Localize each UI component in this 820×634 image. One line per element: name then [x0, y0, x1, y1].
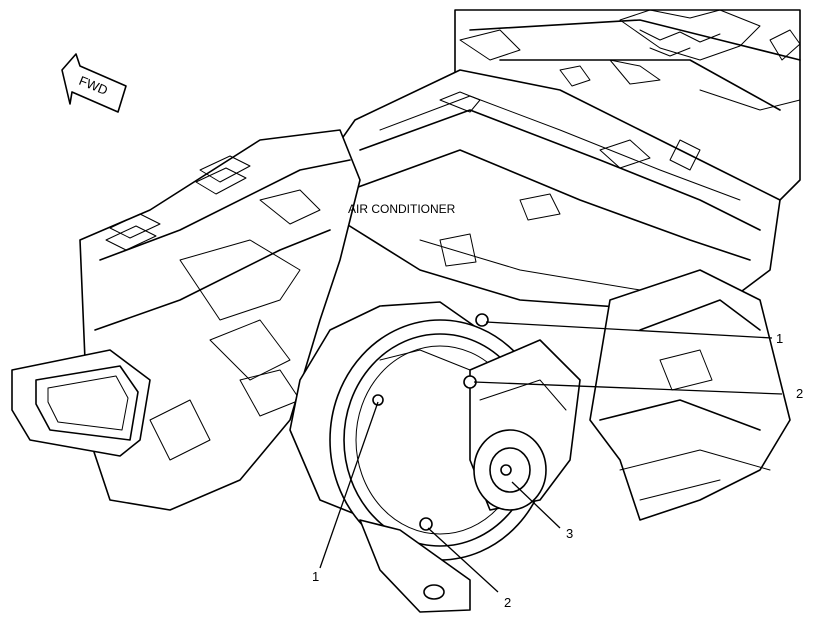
bolt-icon — [475, 313, 489, 327]
callout-1-lower: 1 — [312, 569, 319, 584]
leader-line-2-lower — [427, 527, 499, 593]
callout-3: 3 — [566, 526, 573, 541]
mounting-foot — [359, 519, 471, 613]
leader-line-3 — [511, 481, 561, 529]
leader-lines — [319, 321, 783, 593]
bolt-icon — [419, 517, 433, 531]
left-duct-outlet — [11, 349, 151, 457]
callout-2-upper: 2 — [796, 386, 803, 401]
leader-line-1-upper — [485, 321, 773, 339]
leader-line-1-lower — [319, 401, 379, 569]
callout-2-lower: 2 — [504, 595, 511, 610]
callout-1-upper: 1 — [776, 331, 783, 346]
leader-line-2-upper — [473, 381, 783, 395]
fwd-direction-arrow: FWD — [61, 53, 127, 113]
evaporator-core — [319, 59, 781, 311]
air-conditioner-label: AIR CONDITIONER — [348, 202, 456, 216]
bolt-icon — [372, 394, 384, 406]
blower-motor — [469, 339, 581, 511]
heater-housing — [79, 129, 361, 511]
right-duct-assembly — [589, 269, 791, 521]
